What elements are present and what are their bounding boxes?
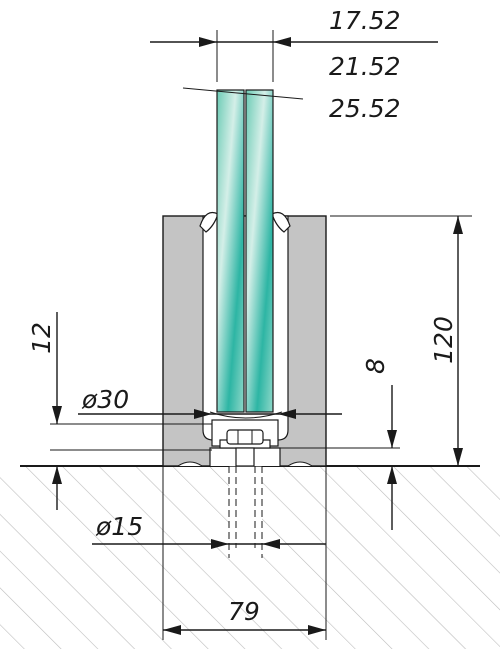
anchor-bolt — [235, 447, 255, 467]
right-height-label: 8 — [361, 358, 390, 374]
glass-thickness-3: 25.52 — [329, 94, 401, 123]
glass-thickness-2: 21.52 — [329, 52, 401, 81]
glass-thickness-1: 17.52 — [329, 6, 401, 35]
nut — [226, 429, 264, 445]
glass-pane-right — [245, 89, 274, 413]
washer-diameter-label: ø30 — [81, 385, 129, 414]
bolt-diameter-label: ø15 — [95, 512, 143, 541]
glass-pane-left — [216, 89, 245, 413]
base-width-label: 79 — [228, 597, 260, 626]
base-height-label: 120 — [429, 316, 458, 364]
left-height-label: 12 — [27, 322, 56, 354]
anchor-bore — [229, 466, 262, 558]
